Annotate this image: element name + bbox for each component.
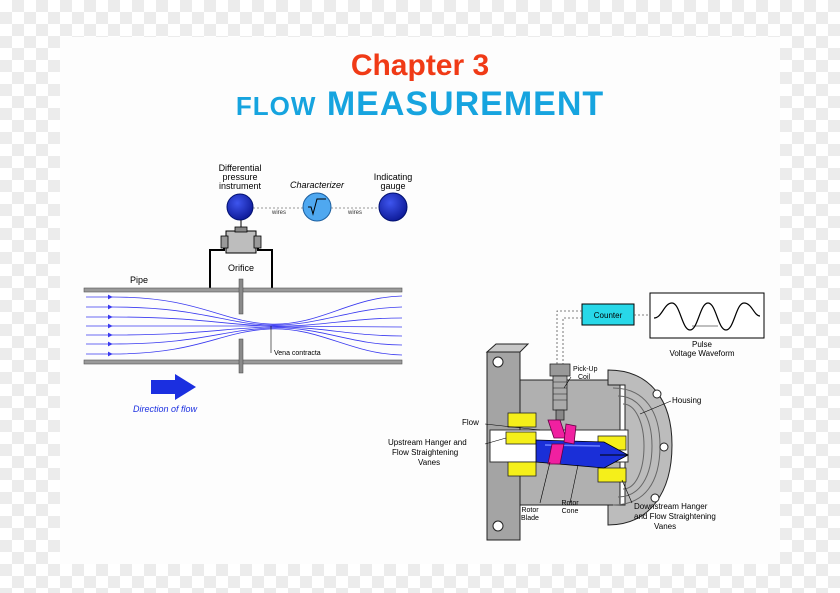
orifice-label: Orifice	[228, 263, 254, 273]
indicating-gauge-label-1: Indicating	[374, 172, 413, 182]
pulse-label: Pulse	[692, 340, 713, 349]
counter-box	[581, 303, 635, 326]
orifice-plate-bottom	[238, 338, 244, 374]
upstream-hanger-label-2: Flow Straightening	[392, 448, 458, 457]
upstream-vanes	[505, 412, 537, 477]
pipe-label: Pipe	[130, 275, 148, 285]
rotor-cone-label-1: Rotor	[561, 500, 579, 507]
indicating-gauge	[378, 192, 408, 222]
housing-label: Housing	[672, 396, 701, 405]
wires-label-left: wires	[271, 210, 286, 216]
bolt-holes	[492, 356, 669, 532]
rotor-blades	[547, 419, 577, 465]
downstream-hanger-label-1: Downstream Hanger	[634, 502, 708, 511]
orifice-flow-diagram: Differential pressure instrument Charact…	[83, 163, 413, 414]
flow-word: FLOW	[235, 91, 317, 121]
counter-label: Counter	[594, 311, 623, 320]
orifice-plate-top	[238, 278, 244, 315]
pick-up-label: Pick-Up	[573, 366, 598, 373]
direction-arrow-icon	[151, 374, 196, 400]
dp-transmitter	[220, 220, 262, 254]
rotor-cone-label-2: Cone	[562, 508, 579, 515]
differential-pressure-instrument	[226, 193, 254, 221]
rotor-blade-label-2: Blade	[521, 515, 539, 522]
upstream-hanger-label-1: Upstream Hanger and	[388, 438, 467, 447]
characterizer-circle	[302, 192, 332, 222]
downstream-hanger-label-3: Vanes	[654, 522, 676, 531]
voltage-waveform-label: Voltage Waveform	[669, 349, 734, 358]
differential-pressure-label-2: pressure	[222, 172, 257, 182]
flow-label: Flow	[462, 418, 479, 427]
rotor-blade-label-1: Rotor	[521, 507, 539, 514]
turbine-meter-diagram: Counter Pulse Voltage Waveform	[388, 292, 765, 541]
flow-measurement-title: FLOW MEASUREMENT	[60, 85, 780, 124]
differential-pressure-label-3: instrument	[219, 181, 262, 191]
square-root-icon	[308, 198, 326, 216]
differential-pressure-label-1: Differential	[219, 163, 262, 173]
measurement-word: MEASUREMENT	[326, 85, 605, 123]
upstream-hanger-label-3: Vanes	[418, 458, 440, 467]
direction-of-flow-label: Direction of flow	[133, 404, 198, 414]
pick-up-coil	[549, 363, 571, 421]
chapter-title: Chapter 3	[350, 49, 490, 82]
vena-contracta-label: Vena contracta	[274, 350, 321, 357]
streamlines	[86, 294, 403, 357]
wires-label-right: wires	[347, 210, 362, 216]
waveform-icon	[653, 302, 761, 331]
characterizer-label: Characterizer	[290, 180, 345, 190]
leader-lines	[484, 376, 672, 504]
waveform-box	[649, 292, 765, 339]
downstream-hanger-label-2: and Flow Straightening	[634, 512, 716, 521]
coil-label: Coil	[578, 374, 591, 381]
indicating-gauge-label-2: gauge	[380, 181, 405, 191]
